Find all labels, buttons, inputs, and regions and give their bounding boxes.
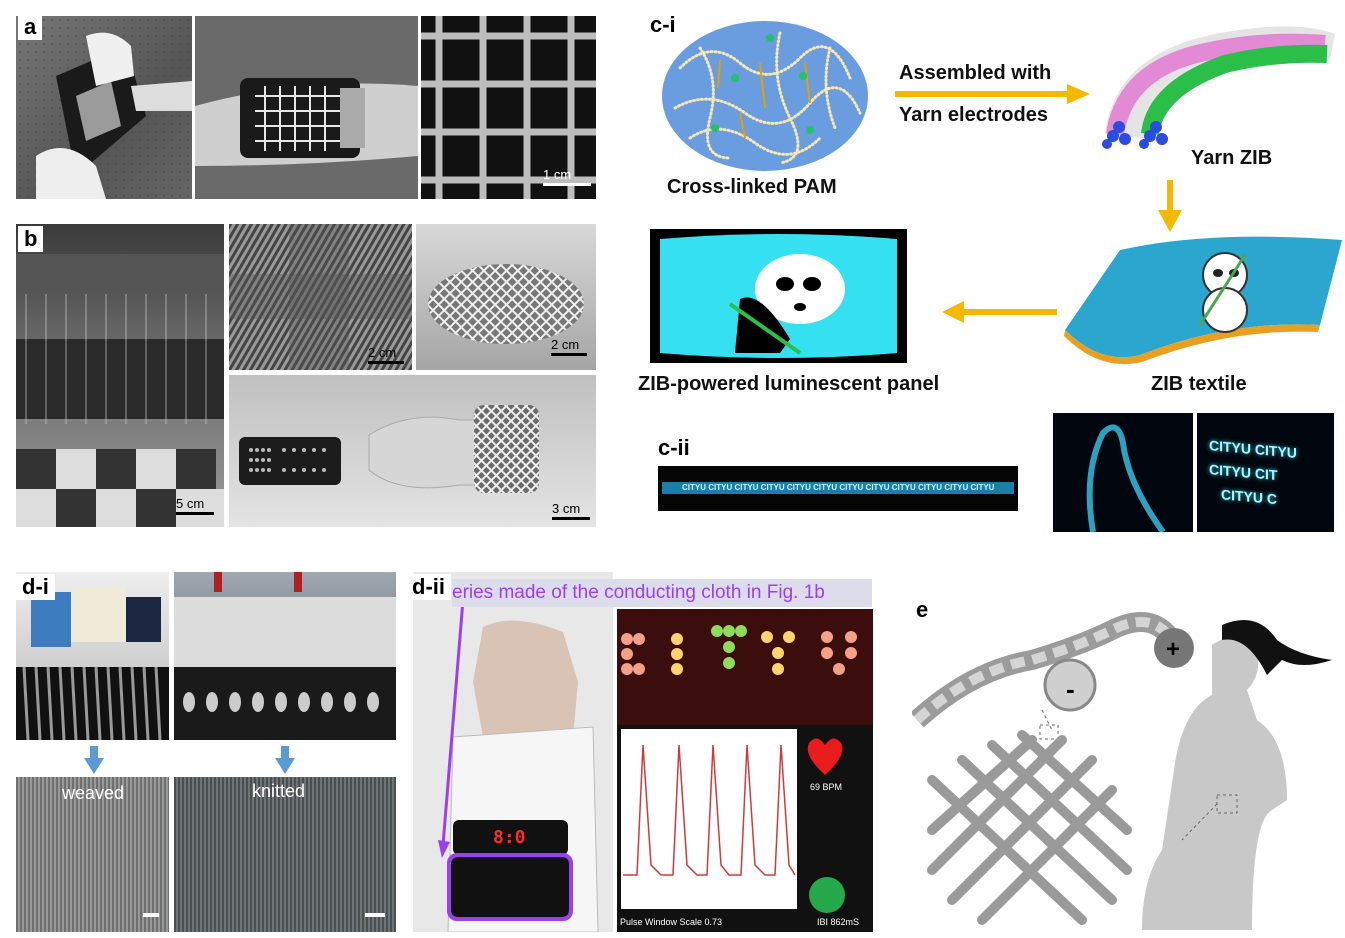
panel-b-scale-text-1: 5 cm bbox=[176, 496, 205, 511]
scale-bar-weaved bbox=[143, 913, 159, 917]
minus-terminal-label: - bbox=[1066, 674, 1075, 704]
glow-line-3: CITYU C bbox=[1221, 486, 1277, 508]
assembled-text-line1: Assembled with bbox=[899, 62, 1052, 84]
purple-pointer-arrow bbox=[438, 600, 465, 858]
panel-b-scale-bar-4: 3 cm bbox=[552, 501, 590, 520]
blue-arrow-right bbox=[275, 746, 295, 774]
weaved-fabric-photo bbox=[16, 777, 169, 932]
knitted-caption: knitted bbox=[252, 781, 306, 801]
needles-closeup-right bbox=[174, 667, 396, 740]
panel-e-label: e bbox=[916, 597, 929, 622]
knitted-fabric-photo bbox=[174, 777, 396, 932]
led-board-photo bbox=[617, 609, 873, 725]
panel-c-i-label: c-i bbox=[650, 12, 676, 37]
panel-b-scale-bar-2: 2 cm bbox=[368, 345, 404, 364]
zib-textile-illustration bbox=[1064, 236, 1342, 365]
down-arrow bbox=[1158, 180, 1182, 232]
pulse-monitor: 69 BPM Pulse Window Scale 0.73 IBI 862mS bbox=[617, 725, 873, 932]
panel-a-photo-hand bbox=[16, 16, 192, 199]
panel-b-photo-fabric bbox=[229, 224, 412, 370]
zib-textile-caption: ZIB textile bbox=[1151, 373, 1247, 395]
luminescent-panel-photo bbox=[650, 229, 907, 363]
panel-a-label: a bbox=[18, 14, 43, 40]
panel-b-label: b bbox=[18, 226, 44, 252]
panel-b-scale-bar-3: 2 cm bbox=[551, 337, 587, 356]
panel-c-ii-label: c-ii bbox=[658, 435, 690, 460]
cityu-strip: CITYU CITYU CITYU CITYU CITYU CITYU CITY… bbox=[658, 466, 1018, 511]
panel-b-photo-wrist bbox=[229, 375, 596, 527]
panel-b-scale-text-4: 3 cm bbox=[552, 501, 581, 516]
panel-b-photo-loom bbox=[16, 224, 224, 527]
bpm-readout: 69 BPM bbox=[810, 782, 843, 792]
panel-a-scale-text: 1 cm bbox=[543, 167, 572, 182]
panel-a-scale-bar: 1 cm bbox=[543, 167, 591, 186]
plus-terminal-label: + bbox=[1166, 636, 1181, 663]
wrist-band-photo: 8:0 bbox=[413, 572, 613, 932]
left-arrow bbox=[942, 301, 1057, 323]
pam-network-diagram bbox=[662, 21, 868, 171]
yarn-battery-illustration bbox=[912, 612, 1332, 930]
panel-b-photo-mesh bbox=[416, 224, 596, 370]
luminescent-panel-caption: ZIB-powered luminescent panel bbox=[638, 373, 940, 395]
scale-bar-knitted bbox=[365, 913, 385, 917]
glow-line-1: CITYU CITYU bbox=[1209, 437, 1297, 461]
weaved-caption: weaved bbox=[62, 783, 125, 803]
panel-b-scale-text-2: 2 cm bbox=[368, 345, 397, 360]
yarn-zib-illustration bbox=[1102, 26, 1335, 149]
needles-closeup-left bbox=[16, 667, 169, 740]
panel-d-ii-label: d-ii bbox=[406, 574, 451, 600]
yarn-zib-caption: Yarn ZIB bbox=[1191, 147, 1273, 169]
blue-arrow-left bbox=[84, 746, 104, 774]
ibi-readout: IBI 862mS bbox=[817, 917, 860, 927]
panel-a-photo-arm bbox=[195, 16, 418, 199]
assembly-arrow bbox=[895, 84, 1090, 104]
banner-caption: eries made of the conducting cloth in Fi… bbox=[452, 579, 872, 607]
pam-caption: Cross-linked PAM bbox=[667, 176, 837, 198]
panel-b-scale-bar-1: 5 cm bbox=[176, 496, 214, 515]
knitting-machine-right bbox=[174, 572, 396, 667]
glow-line-2: CITYU CIT bbox=[1209, 461, 1278, 484]
assembled-text-line2: Yarn electrodes bbox=[899, 104, 1048, 126]
panel-b-scale-text-3: 2 cm bbox=[551, 337, 580, 352]
cityu-ribbon-photo bbox=[1053, 413, 1193, 532]
panel-a-photo-grid-closeup bbox=[421, 16, 596, 199]
panel-d-i-label: d-i bbox=[16, 574, 55, 600]
cityu-glow-photo: CITYU CITYU CITYU CIT CITYU C bbox=[1197, 413, 1334, 532]
pulse-scale-text: Pulse Window Scale 0.73 bbox=[620, 917, 723, 927]
watch-digits: 8:0 bbox=[493, 827, 526, 848]
cityu-strip-text: CITYU CITYU CITYU CITYU CITYU CITYU CITY… bbox=[682, 483, 995, 492]
